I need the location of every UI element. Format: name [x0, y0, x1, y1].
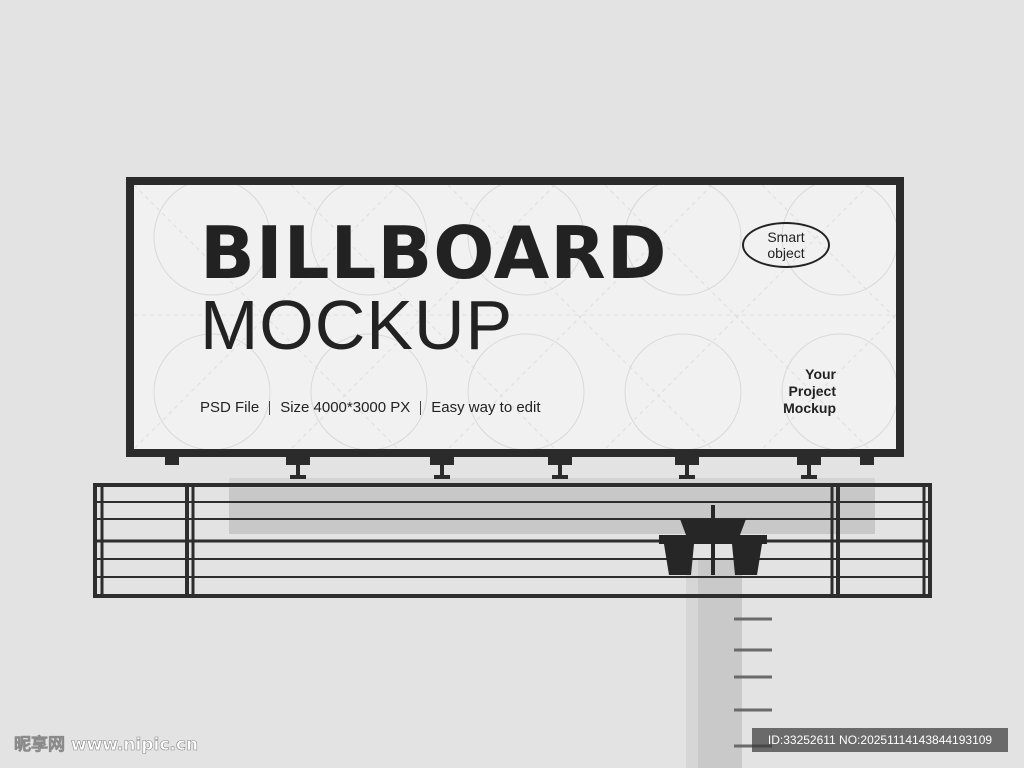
pole-clamp	[659, 505, 767, 575]
corner-line: Project	[788, 383, 836, 399]
walkway-railing	[93, 483, 932, 598]
badge-line: Smart	[767, 229, 805, 245]
separator	[420, 400, 422, 415]
info-item-file: PSD File	[200, 399, 260, 416]
smart-object-badge: Smart object	[742, 222, 830, 268]
info-row: PSD File Size 4000*3000 PX Easy way to e…	[200, 399, 541, 416]
subheadline: MOCKUP	[200, 286, 514, 364]
badge-line: object	[767, 245, 805, 261]
info-item-edit: Easy way to edit	[431, 399, 541, 416]
watermark-logo-text: 昵享网 www.nipic.cn	[14, 734, 198, 755]
mounting-brackets	[165, 456, 874, 479]
billboard-panel: BILLBOARD MOCKUP PSD File Size 4000*3000…	[134, 185, 896, 449]
billboard-frame: BILLBOARD MOCKUP PSD File Size 4000*3000…	[126, 177, 904, 457]
info-item-size: Size 4000*3000 PX	[280, 399, 411, 416]
corner-line: Mockup	[783, 400, 836, 416]
watermark-id: ID:33252611 NO:20251114143844193109	[752, 728, 1008, 752]
watermark-logo: 昵享网 www.nipic.cn	[14, 734, 198, 756]
your-project-label: Your Project Mockup	[783, 366, 836, 417]
separator	[269, 400, 271, 415]
corner-line: Your	[805, 366, 836, 382]
headline: BILLBOARD	[200, 211, 668, 295]
